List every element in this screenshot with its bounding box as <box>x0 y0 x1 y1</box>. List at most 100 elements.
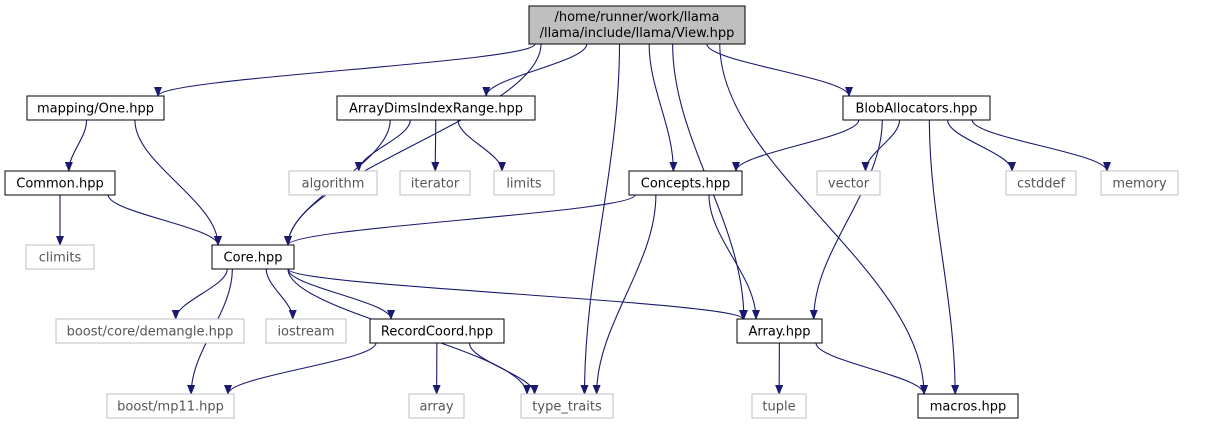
node-label-one: mapping/One.hpp <box>37 102 154 117</box>
edge-blob-to-cstddef <box>947 119 1016 172</box>
node-box-one <box>26 95 165 121</box>
node-label-algo: algorithm <box>302 177 365 192</box>
node-box-iter <box>399 170 471 196</box>
node-climits: climits <box>25 244 95 270</box>
node-vector: vector <box>816 170 881 196</box>
node-box-core <box>211 244 295 270</box>
node-adir[interactable]: ArrayDimsIndexRange.hpp <box>336 95 536 121</box>
node-label-tt: type_traits <box>532 400 602 415</box>
node-mp11: boost/mp11.hpp <box>106 393 235 419</box>
node-label-memory: memory <box>1112 177 1167 192</box>
edge-blob-to-array <box>809 119 883 320</box>
node-concepts[interactable]: Concepts.hpp <box>628 170 743 196</box>
node-box-demangle <box>55 318 245 344</box>
node-blob[interactable]: BlobAllocators.hpp <box>842 95 991 121</box>
node-label-blob: BlobAllocators.hpp <box>856 102 978 117</box>
edge-core-to-array <box>287 268 747 320</box>
node-label-adir: ArrayDimsIndexRange.hpp <box>349 102 523 117</box>
edge-root-to-concepts <box>648 43 678 172</box>
node-box-record <box>369 318 505 344</box>
node-label-cstddef: cstddef <box>1017 177 1066 192</box>
node-label-core: Core.hpp <box>224 251 283 266</box>
node-common[interactable]: Common.hpp <box>4 170 116 196</box>
edge-record-to-mp11 <box>224 342 377 395</box>
edge-core-to-iostream <box>265 268 297 320</box>
node-box-arr <box>408 393 465 419</box>
node-box-algo <box>288 170 378 196</box>
edge-concepts-to-core <box>284 194 636 246</box>
node-iter: iterator <box>399 170 471 196</box>
edge-root-to-macros <box>719 43 928 395</box>
edge-root-to-tt <box>580 43 621 395</box>
edge-core-to-demangle <box>171 268 228 320</box>
node-box-cstddef <box>1005 170 1077 196</box>
edge-root-to-one <box>154 43 536 97</box>
node-box-tuple <box>751 393 807 419</box>
node-iostream: iostream <box>265 318 347 344</box>
node-box-vector <box>816 170 881 196</box>
node-box-memory <box>1100 170 1179 196</box>
node-label-record: RecordCoord.hpp <box>381 325 493 340</box>
edge-adir-to-limits <box>457 119 506 172</box>
node-label-demangle: boost/core/demangle.hpp <box>67 325 234 340</box>
node-box-tt <box>520 393 614 419</box>
edge-concepts-to-array <box>708 194 760 320</box>
node-label-climits: climits <box>39 251 82 266</box>
edge-blob-to-macros <box>928 119 960 395</box>
edge-root-to-adir <box>482 43 588 97</box>
edge-root-to-core <box>284 43 542 246</box>
root-label-line1: /home/runner/work/llama <box>554 10 719 25</box>
node-box-common <box>4 170 116 196</box>
node-macros[interactable]: macros.hpp <box>917 393 1019 419</box>
edge-array-to-macros <box>815 342 928 395</box>
node-box-blob <box>842 95 991 121</box>
node-record[interactable]: RecordCoord.hpp <box>369 318 505 344</box>
node-tt: type_traits <box>520 393 614 419</box>
node-box-iostream <box>265 318 347 344</box>
node-label-common: Common.hpp <box>16 177 103 192</box>
edge-core-to-record <box>287 268 395 320</box>
node-label-vector: vector <box>828 177 870 192</box>
node-one[interactable]: mapping/One.hpp <box>26 95 165 121</box>
node-label-array: Array.hpp <box>748 325 810 340</box>
node-box-macros <box>917 393 1019 419</box>
edge-one-to-common <box>64 119 88 172</box>
node-core[interactable]: Core.hpp <box>211 244 295 270</box>
edge-concepts-to-tt <box>592 194 657 395</box>
node-array[interactable]: Array.hpp <box>736 318 823 344</box>
nodes-layer: /home/runner/work/llama /llama/include/l… <box>4 5 1179 419</box>
edge-root-to-blob <box>706 43 853 97</box>
node-label-limits: limits <box>506 177 542 192</box>
node-label-iostream: iostream <box>277 325 334 340</box>
node-box-adir <box>336 95 536 121</box>
node-memory: memory <box>1100 170 1179 196</box>
node-label-tuple: tuple <box>762 400 795 415</box>
edge-blob-to-memory <box>971 119 1111 172</box>
root-label-line2: /llama/include/llama/View.hpp <box>540 26 735 41</box>
node-algo: algorithm <box>288 170 378 196</box>
edge-record-to-tt <box>468 342 539 395</box>
edge-adir-to-algo <box>354 119 411 172</box>
edge-adir-to-iter <box>431 119 440 172</box>
node-cstddef: cstddef <box>1005 170 1077 196</box>
node-demangle: boost/core/demangle.hpp <box>55 318 245 344</box>
node-label-mp11: boost/mp11.hpp <box>117 400 224 415</box>
edge-blob-to-vector <box>861 119 901 172</box>
edge-common-to-core <box>107 194 222 246</box>
node-tuple: tuple <box>751 393 807 419</box>
node-limits: limits <box>493 170 555 196</box>
node-arr: array <box>408 393 465 419</box>
node-label-iter: iterator <box>411 177 460 192</box>
node-box-array <box>736 318 823 344</box>
root-node-view-hpp[interactable]: /home/runner/work/llama /llama/include/l… <box>528 5 746 45</box>
node-label-arr: array <box>419 400 453 415</box>
node-label-macros: macros.hpp <box>930 400 1006 415</box>
edge-blob-to-concepts <box>732 119 860 172</box>
node-box-concepts <box>628 170 743 196</box>
node-box-mp11 <box>106 393 235 419</box>
node-box-climits <box>25 244 95 270</box>
edge-one-to-core <box>134 119 222 246</box>
node-label-concepts: Concepts.hpp <box>641 177 730 192</box>
node-box-limits <box>493 170 555 196</box>
